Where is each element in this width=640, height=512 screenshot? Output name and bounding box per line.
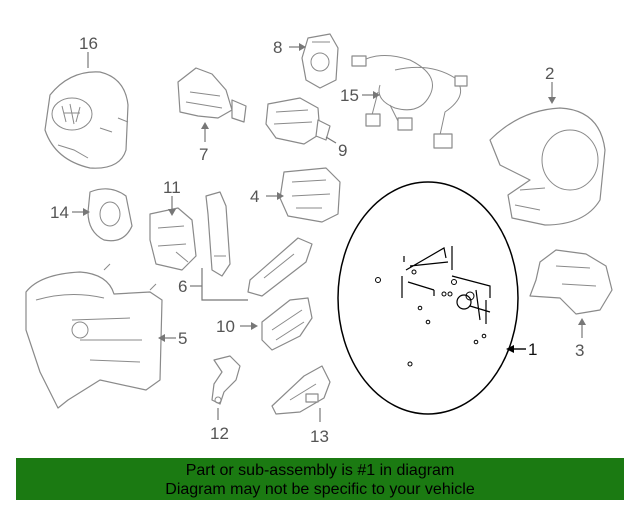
callout-2: 2 [545,64,554,83]
callout-14: 14 [50,203,69,222]
callout-13: 13 [310,427,329,446]
part-1-hardware-kit[interactable] [337,181,519,415]
part-10-switch[interactable] [261,297,313,351]
callout-12: 12 [210,424,229,443]
callout-4: 4 [250,187,259,206]
banner-line-2: Diagram may not be specific to your vehi… [165,481,475,498]
callout-6: 6 [178,277,187,296]
callout-9: 9 [338,141,347,160]
callout-3: 3 [575,341,584,360]
part-3-cover[interactable] [529,249,613,315]
part-7-switch[interactable] [177,67,247,123]
part-9-switch[interactable] [265,97,331,145]
callout-8: 8 [273,38,282,57]
callout-7: 7 [199,145,208,164]
exploded-parts-diagram: 16 8 15 2 7 9 [25,33,613,446]
part-2-cover[interactable] [489,107,606,226]
callout-11: 11 [163,178,181,197]
part-8-switch[interactable] [301,33,339,89]
part-11-bracket[interactable] [149,207,197,271]
part-6-bracket[interactable] [201,191,313,301]
info-banner: Part or sub-assembly is #1 in diagram Di… [16,458,624,500]
part-16-airbag[interactable] [44,71,129,169]
part-4-switch[interactable] [279,167,341,223]
part-12-clip[interactable] [211,355,241,405]
callout-1: 1 [528,340,537,359]
callout-5: 5 [178,329,187,348]
part-13-cover[interactable] [271,365,331,415]
part-15-harness[interactable] [351,55,468,149]
callout-15: 15 [340,86,359,105]
callout-16: 16 [79,34,98,53]
banner-line-1: Part or sub-assembly is #1 in diagram [185,462,455,479]
part-14-cover[interactable] [87,188,133,242]
part-5-frame[interactable] [25,263,163,409]
callout-10: 10 [216,317,235,336]
